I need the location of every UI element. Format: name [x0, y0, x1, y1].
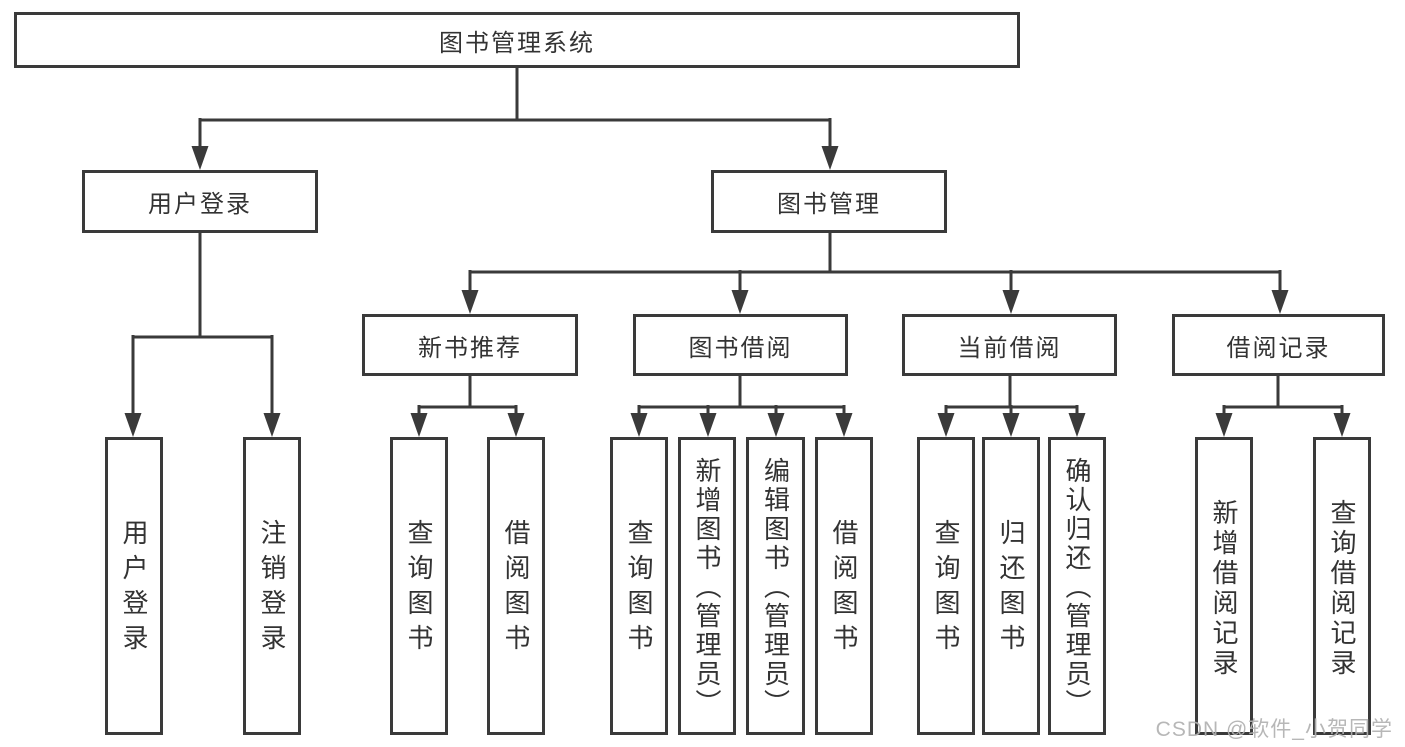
node-leaf-query-books-1: 查询图书 [390, 437, 448, 735]
node-leaf-add-books-admin: 新增图书（管理员） [678, 437, 736, 735]
node-current-borrowing: 当前借阅 [902, 314, 1117, 376]
node-leaf-user-login: 用户登录 [105, 437, 163, 735]
csdn-watermark: CSDN @软件_小贺同学 [1155, 718, 1393, 741]
node-book-borrowing: 图书借阅 [633, 314, 848, 376]
node-leaf-borrow-books-2: 借阅图书 [815, 437, 873, 735]
node-new-book-recommendation: 新书推荐 [362, 314, 578, 376]
node-borrowing-records: 借阅记录 [1172, 314, 1385, 376]
node-leaf-confirm-return-admin: 确认归还（管理员） [1048, 437, 1106, 735]
node-leaf-return-books: 归还图书 [982, 437, 1040, 735]
node-leaf-logout: 注销登录 [243, 437, 301, 735]
node-library-management-system: 图书管理系统 [14, 12, 1020, 68]
node-user-login: 用户登录 [82, 170, 318, 233]
node-leaf-edit-books-admin: 编辑图书（管理员） [746, 437, 805, 735]
node-leaf-borrow-books-1: 借阅图书 [487, 437, 545, 735]
node-leaf-query-books-3: 查询图书 [917, 437, 975, 735]
node-leaf-query-books-2: 查询图书 [610, 437, 668, 735]
node-leaf-add-borrow-record: 新增借阅记录 [1195, 437, 1253, 735]
node-book-management: 图书管理 [711, 170, 947, 233]
arrowheads [124, 146, 1351, 437]
node-leaf-query-borrow-record: 查询借阅记录 [1313, 437, 1371, 735]
